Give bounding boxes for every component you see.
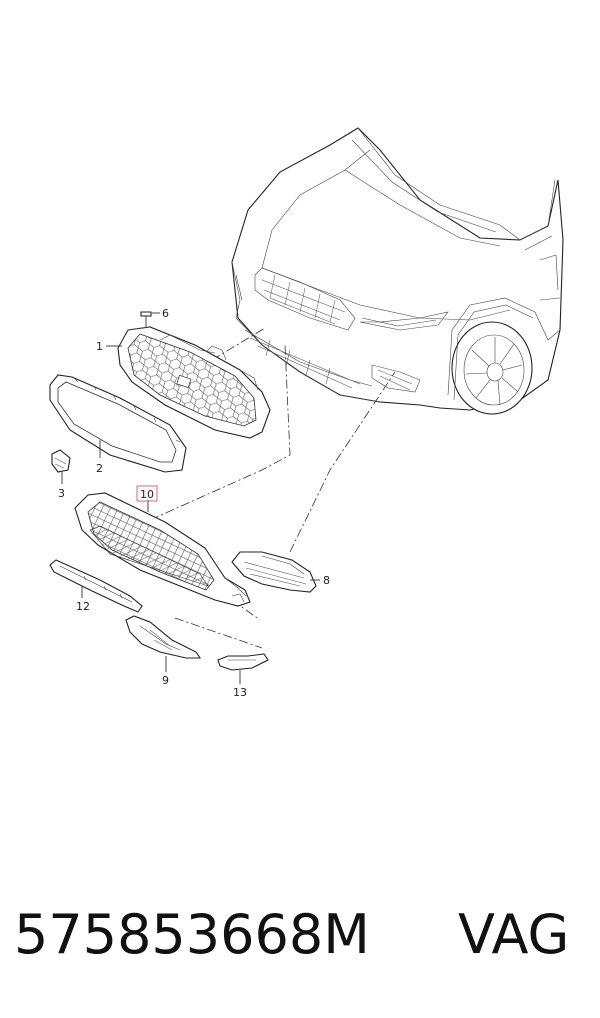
callout-10: 10: [140, 488, 154, 501]
footer-caption: 575853668M VAG: [0, 885, 600, 985]
callout-labels: 1 6 2 3 10 8 12 9 13: [58, 307, 330, 699]
callout-12: 12: [76, 600, 90, 613]
part-2-grille-frame: [49, 374, 187, 473]
callout-13: 13: [233, 686, 247, 699]
vehicle-illustration: [231, 127, 564, 415]
callout-3: 3: [58, 487, 65, 500]
part-10-lower-grille: [74, 492, 251, 607]
callout-leaders: [61, 345, 320, 684]
part-1-upper-grille: [117, 326, 271, 439]
callout-10-highlight-box: [136, 485, 158, 502]
callout-6: 6: [162, 307, 169, 320]
part-3-clip: [51, 449, 71, 473]
callout-9: 9: [162, 674, 169, 687]
callout-1: 1: [96, 340, 103, 353]
part-number: 575853668M: [14, 903, 370, 966]
callout-8: 8: [323, 574, 330, 587]
callout-2: 2: [96, 462, 103, 475]
brand-label: VAG: [458, 903, 570, 966]
part-13-small-trim: [217, 653, 269, 671]
parts-exploded-diagram: 1 6 2 3 10 8 12 9 13: [49, 127, 564, 699]
part-12-trim-strip: [49, 559, 143, 613]
part-9-fog-cover: [125, 615, 202, 659]
part-8-fog-grille: [231, 551, 317, 593]
